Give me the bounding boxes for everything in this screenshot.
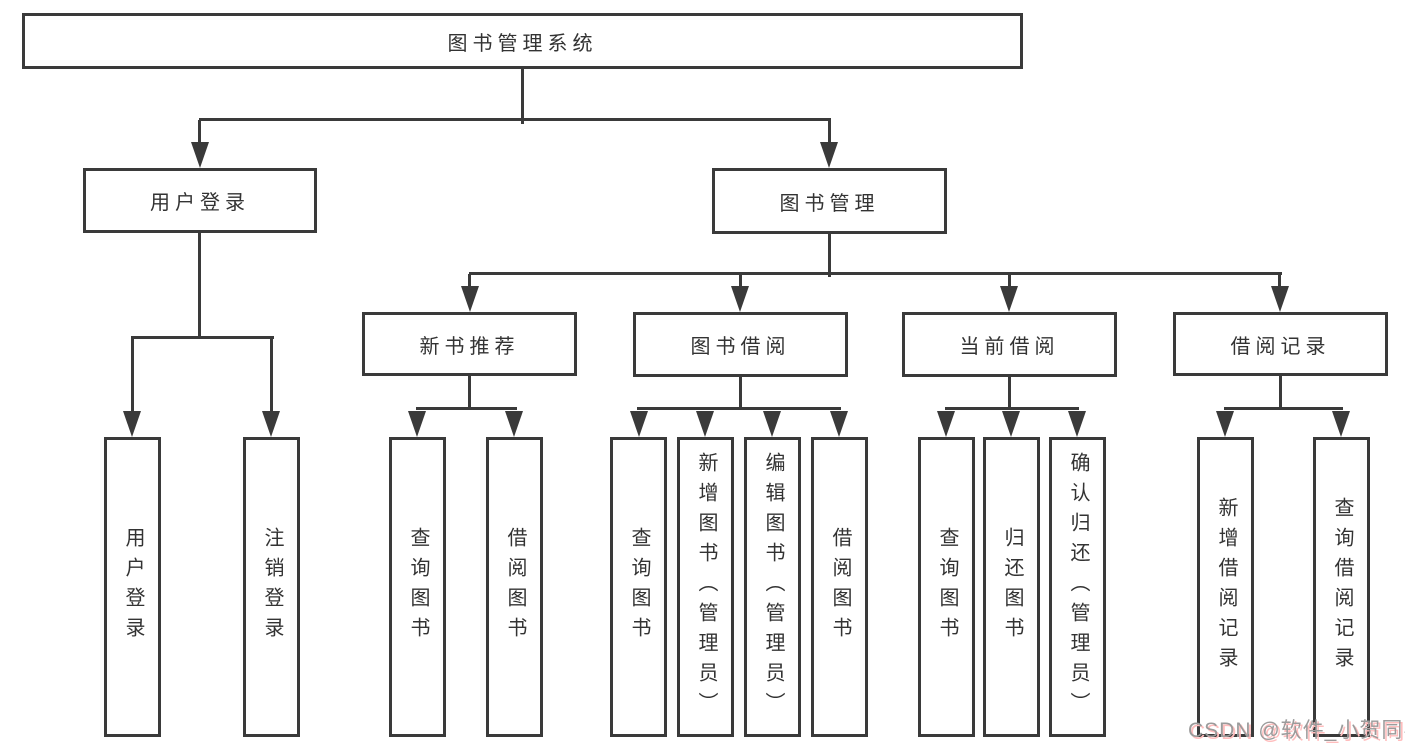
leaf-label: 新增借阅记录 bbox=[1215, 497, 1237, 677]
connector-level1-horizontal bbox=[199, 118, 831, 121]
arrow-down-icon bbox=[1002, 411, 1020, 437]
leaf-label: 查询图书 bbox=[628, 527, 650, 647]
node-user-login: 用户登录 bbox=[83, 168, 317, 233]
leaf-borrow-books-recommend: 借阅图书 bbox=[486, 437, 543, 737]
node-label: 当前借阅 bbox=[959, 336, 1060, 358]
node-label: 用户登录 bbox=[150, 192, 250, 214]
leaf-logout: 注销登录 bbox=[243, 437, 300, 737]
arrow-down-icon bbox=[461, 286, 479, 312]
node-book-borrowing: 图书借阅 bbox=[633, 312, 848, 377]
connector-book-management-stem bbox=[828, 233, 831, 277]
arrow-down-icon bbox=[1000, 286, 1018, 312]
node-current-borrowing: 当前借阅 bbox=[902, 312, 1117, 377]
leaf-label: 查询借阅记录 bbox=[1331, 497, 1353, 677]
leaf-user-login: 用户登录 bbox=[104, 437, 161, 737]
arrow-down-icon bbox=[696, 411, 714, 437]
leaf-label: 查询图书 bbox=[936, 527, 958, 647]
leaf-borrow-books: 借阅图书 bbox=[811, 437, 868, 737]
connector-records-stem bbox=[1279, 375, 1282, 410]
node-new-book-recommend: 新书推荐 bbox=[362, 312, 577, 376]
leaf-label: 编辑图书（管理员） bbox=[762, 452, 784, 722]
connector-user-login-horizontal bbox=[131, 336, 274, 339]
arrow-down-icon bbox=[123, 411, 141, 437]
connector-to-leaf bbox=[131, 338, 134, 414]
leaf-query-borrow-record: 查询借阅记录 bbox=[1313, 437, 1370, 737]
node-label: 图书借阅 bbox=[690, 336, 791, 358]
arrow-down-icon bbox=[408, 411, 426, 437]
leaf-label: 借阅图书 bbox=[504, 527, 526, 647]
node-label: 借阅记录 bbox=[1230, 335, 1331, 358]
leaf-return-books: 归还图书 bbox=[983, 437, 1040, 737]
leaf-label: 注销登录 bbox=[261, 527, 283, 647]
connector-borrowing-horizontal bbox=[637, 407, 841, 410]
node-library-system: 图书管理系统 bbox=[22, 13, 1023, 69]
connector-current-stem bbox=[1008, 377, 1011, 410]
arrow-down-icon bbox=[505, 411, 523, 437]
leaf-label: 确认归还（管理员） bbox=[1067, 452, 1089, 722]
leaf-query-books-borrowing: 查询图书 bbox=[610, 437, 667, 737]
connector-current-horizontal bbox=[945, 407, 1079, 410]
leaf-edit-books-admin: 编辑图书（管理员） bbox=[744, 437, 801, 737]
arrow-down-icon bbox=[1271, 286, 1289, 312]
arrow-down-icon bbox=[731, 286, 749, 312]
leaf-query-books-recommend: 查询图书 bbox=[389, 437, 446, 737]
arrow-down-icon bbox=[1332, 411, 1350, 437]
leaf-label: 借阅图书 bbox=[829, 527, 851, 647]
arrow-down-icon bbox=[763, 411, 781, 437]
arrow-down-icon bbox=[937, 411, 955, 437]
connector-user-login-stem bbox=[198, 232, 201, 339]
connector-borrowing-stem bbox=[739, 377, 742, 410]
node-label: 图书管理 bbox=[779, 192, 880, 215]
arrow-down-icon bbox=[630, 411, 648, 437]
connector-root-stem bbox=[521, 68, 524, 124]
connector-level2-horizontal bbox=[469, 272, 1282, 275]
leaf-confirm-return-admin: 确认归还（管理员） bbox=[1049, 437, 1106, 737]
node-book-management: 图书管理 bbox=[712, 168, 947, 234]
connector-records-horizontal bbox=[1224, 407, 1343, 410]
leaf-add-borrow-record: 新增借阅记录 bbox=[1197, 437, 1254, 737]
connector-to-borrowing-records bbox=[1278, 274, 1281, 288]
connector-to-book-borrowing bbox=[739, 274, 742, 288]
connector-to-book-management bbox=[828, 120, 831, 146]
arrow-down-icon bbox=[830, 411, 848, 437]
node-borrowing-records: 借阅记录 bbox=[1173, 312, 1388, 376]
arrow-down-icon bbox=[262, 411, 280, 437]
arrow-down-icon bbox=[1068, 411, 1086, 437]
leaf-label: 新增图书（管理员） bbox=[695, 452, 717, 722]
node-label: 新书推荐 bbox=[419, 335, 520, 358]
arrow-down-icon bbox=[191, 142, 209, 168]
arrow-down-icon bbox=[1216, 411, 1234, 437]
connector-to-new-book-recommend bbox=[468, 274, 471, 288]
arrow-down-icon bbox=[820, 142, 838, 168]
connector-to-leaf bbox=[270, 338, 273, 414]
connector-recommend-stem bbox=[468, 376, 471, 410]
leaf-add-books-admin: 新增图书（管理员） bbox=[677, 437, 734, 737]
leaf-label: 查询图书 bbox=[407, 527, 429, 647]
connector-to-current-borrowing bbox=[1008, 274, 1011, 288]
connector-recommend-horizontal bbox=[416, 407, 517, 410]
watermark: CSDN @软件_小贺同学 bbox=[1188, 719, 1405, 742]
leaf-label: 用户登录 bbox=[122, 527, 144, 647]
leaf-label: 归还图书 bbox=[1001, 527, 1023, 647]
node-label: 图书管理系统 bbox=[447, 32, 598, 55]
connector-to-user-login bbox=[198, 120, 201, 146]
leaf-query-books-current: 查询图书 bbox=[918, 437, 975, 737]
